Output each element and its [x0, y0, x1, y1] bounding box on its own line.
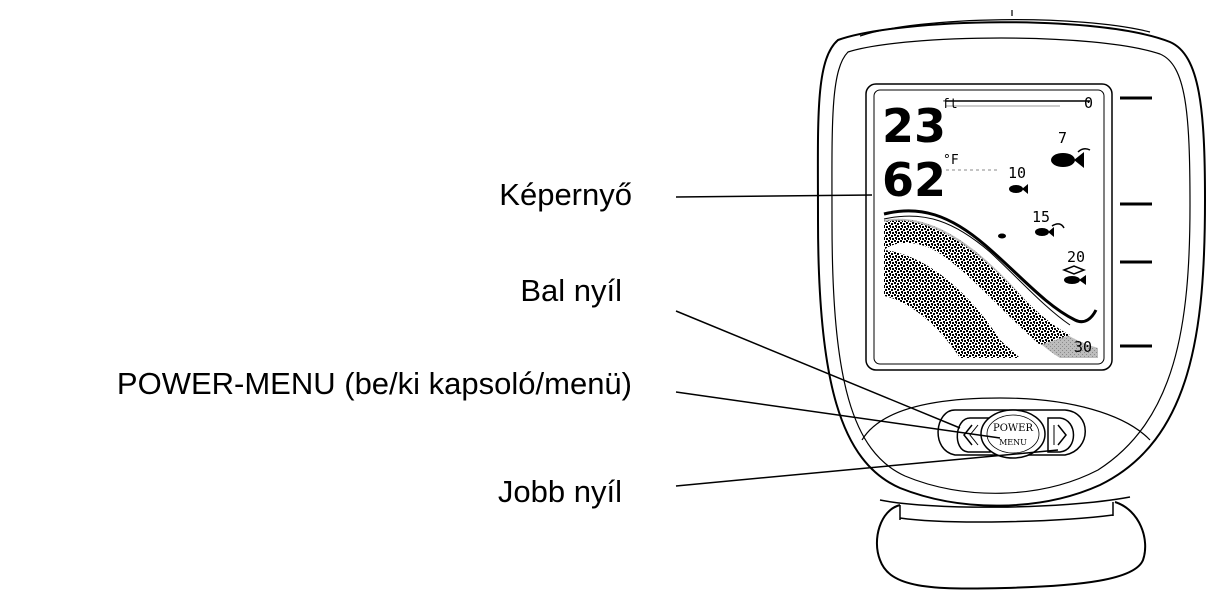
sonar-return-lower [884, 250, 1020, 358]
device-housing-inner [831, 37, 1191, 494]
screen-leader-line [675, 194, 873, 198]
right-arrow-icon [1057, 424, 1067, 446]
power-menu-leader-line [675, 391, 1001, 439]
lcd-screen: 7 10 15 20 23 ft 62 °F 0 30 [880, 94, 1098, 358]
label-screen: Képernyő [499, 177, 632, 212]
callout-lines [675, 194, 1059, 487]
sonar-bottom-return [884, 220, 1070, 345]
screen-bezel-inner [873, 89, 1105, 365]
fish-symbol-deep [1061, 265, 1087, 285]
depth-readout: 23 [882, 99, 946, 153]
right-arrow-leader-line [675, 449, 1059, 487]
device-top-ridge [859, 10, 1151, 37]
left-arrow-leader-line [675, 310, 961, 429]
temperature-unit: °F [943, 153, 959, 168]
fish-symbol-tiny [998, 233, 1006, 239]
device-stand [875, 501, 1147, 590]
fish-depth-label-3: 15 [1032, 208, 1050, 226]
fish-depth-label-1: 7 [1058, 129, 1067, 147]
temperature-readout: 62 [882, 153, 946, 207]
fish-depth-label-2: 10 [1008, 164, 1026, 182]
fish-symbol-large [1051, 147, 1091, 168]
bottom-contour-line-thin [883, 215, 1071, 326]
power-menu-button[interactable]: POWER MENU [980, 409, 1046, 459]
label-right-arrow: Jobb nyíl [498, 474, 622, 509]
fish-depth-label-4: 20 [1067, 248, 1085, 266]
fish-symbol-mid [1035, 223, 1065, 237]
stand-neck [879, 496, 1131, 523]
left-arrow-icon [963, 424, 973, 446]
housing-scale-ticks [1120, 96, 1152, 348]
label-left-arrow: Bal nyíl [520, 273, 622, 308]
button-panel-curve [861, 397, 1151, 441]
label-power-menu: POWER-MENU (be/ki kapsoló/menü) [117, 366, 632, 401]
depth-scale-top: 0 [1084, 94, 1093, 112]
depth-unit: ft [942, 97, 958, 112]
bottom-contour-line [883, 209, 1098, 324]
right-arrow-button[interactable] [1047, 417, 1075, 453]
depth-scale-bottom: 30 [1074, 338, 1092, 356]
menu-button-label: MENU [999, 438, 1027, 447]
fish-symbol-small [1009, 184, 1028, 194]
power-button-label: POWER [993, 423, 1034, 434]
